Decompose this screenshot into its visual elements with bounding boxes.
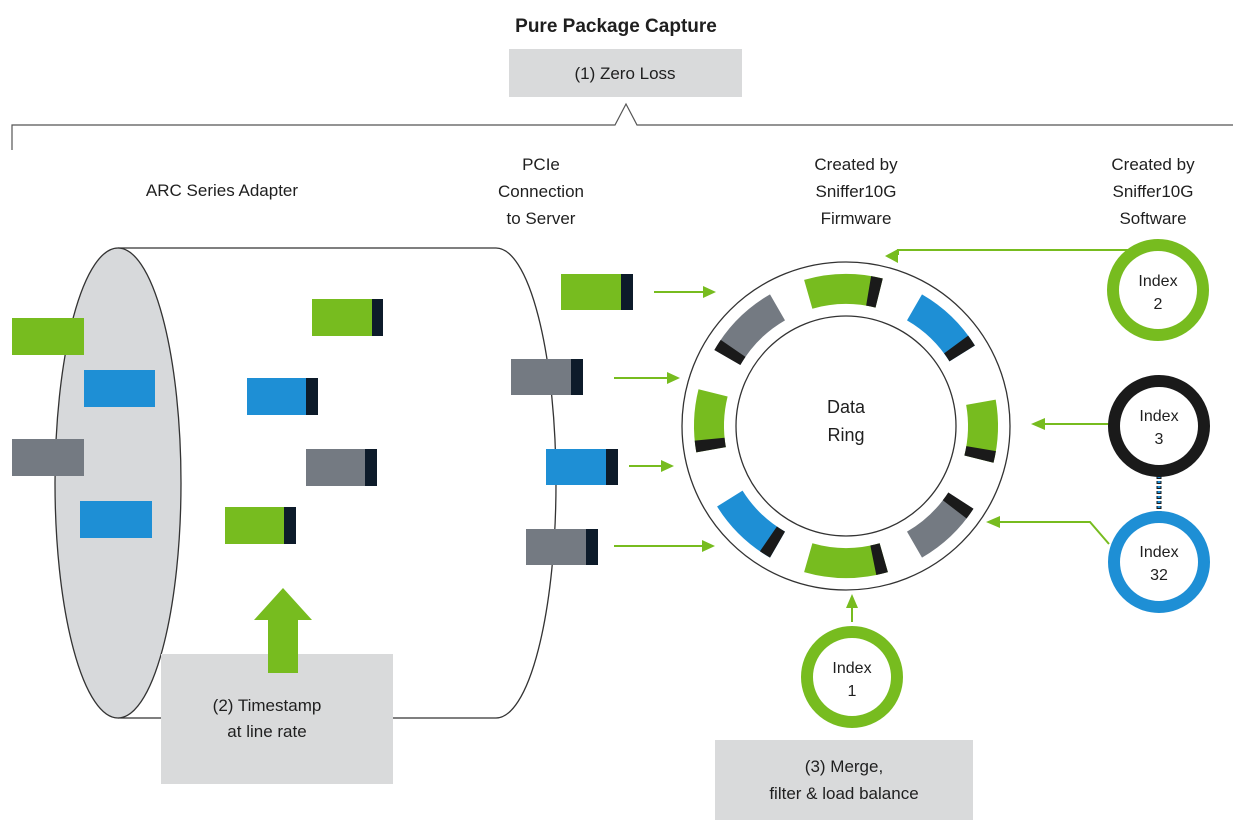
packet-green [12, 318, 84, 355]
index-32-arrow [986, 516, 1110, 545]
index-3-name: Index [1139, 408, 1178, 425]
timestamp-box [161, 654, 393, 784]
index-2-name: Index [1138, 273, 1177, 290]
pcie-label-line2: Connection [498, 182, 584, 201]
firmware-label-line1: Created by [814, 155, 898, 174]
adapter-face [54, 247, 182, 719]
arrow-to-ring [614, 540, 715, 552]
software-label-line3: Software [1119, 209, 1186, 228]
software-label-line1: Created by [1111, 155, 1195, 174]
ring-segments [694, 273, 998, 578]
ring-label-line1: Data [827, 397, 866, 417]
timestamped-packet [225, 507, 296, 544]
firmware-label-line3: Firmware [821, 209, 892, 228]
ring-timestamp-marker [759, 526, 785, 558]
diagram-title: Pure Package Capture [515, 16, 717, 37]
index-1-number: 1 [848, 683, 857, 700]
timestamped-packet [247, 378, 318, 415]
ring-segment [694, 389, 728, 453]
index-2-number: 2 [1154, 296, 1163, 313]
ring-segment [804, 543, 888, 578]
pcie-label-line1: PCIe [522, 155, 560, 174]
index-circle-2: Index 2 [1107, 239, 1209, 341]
ring-timestamp-marker [944, 335, 975, 362]
ring-timestamp-marker [942, 492, 974, 519]
ring-segment [964, 399, 998, 463]
zero-loss-box [509, 49, 742, 97]
merge-box [715, 740, 973, 820]
index-1-arrow [846, 594, 858, 622]
adapter-label: ARC Series Adapter [146, 181, 298, 200]
ring-timestamp-marker [866, 276, 883, 308]
bracket-line [11, 102, 1233, 150]
pcie-label-line3: to Server [507, 209, 576, 228]
packet-blue [84, 370, 155, 407]
merge-label-line2: filter & load balance [769, 784, 918, 803]
timestamp-label-line1: (2) Timestamp [213, 696, 322, 715]
pcie-packet [546, 449, 618, 485]
arrow-to-ring [629, 460, 674, 472]
ring-label-line2: Ring [827, 425, 864, 445]
index-2-arrow [885, 249, 1130, 263]
firmware-label-line2: Sniffer10G [816, 182, 897, 201]
ring-segment [804, 273, 883, 309]
index-32-number: 32 [1150, 567, 1168, 584]
timestamp-up-arrow [254, 588, 312, 673]
ring-timestamp-marker [694, 437, 726, 453]
index-1-name: Index [832, 660, 871, 677]
pcie-packet [511, 359, 583, 395]
merge-label-line1: (3) Merge, [805, 757, 883, 776]
software-label-line2: Sniffer10G [1113, 182, 1194, 201]
packet-blue [80, 501, 152, 538]
ring-timestamp-marker [870, 543, 888, 575]
ring-timestamp-marker [714, 339, 746, 365]
ring-segment [714, 294, 785, 365]
timestamped-packet [312, 299, 383, 336]
index-3-arrow [1031, 418, 1109, 430]
timestamp-label-line2: at line rate [227, 722, 306, 741]
index-3-number: 3 [1155, 431, 1164, 448]
index-circle-1: Index 1 [801, 626, 903, 728]
data-ring-inner [735, 315, 957, 537]
arrow-to-ring [654, 286, 716, 298]
packet-gray [12, 439, 84, 476]
pcie-packet [561, 274, 633, 310]
index-32-name: Index [1139, 544, 1178, 561]
index-circle-32: Index 32 [1108, 511, 1210, 613]
timestamped-packet [306, 449, 377, 486]
arrow-to-ring [614, 372, 680, 384]
pcie-packet [526, 529, 598, 565]
ring-timestamp-marker [964, 446, 996, 463]
zero-loss-label: (1) Zero Loss [574, 64, 675, 83]
index-circle-3: Index 3 [1108, 375, 1210, 477]
